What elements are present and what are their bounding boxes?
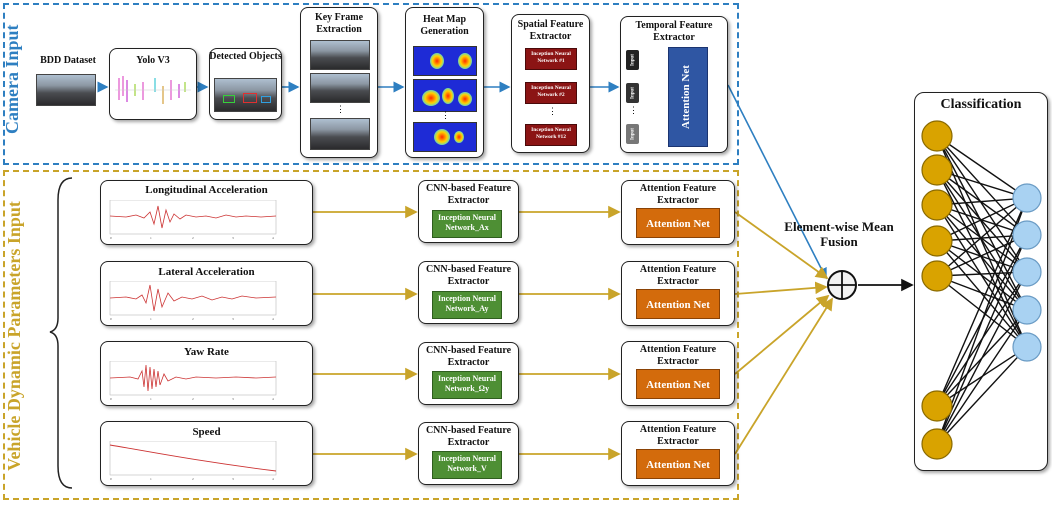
heatmap-image-3 [413,122,477,152]
svg-text:3: 3 [232,317,234,321]
attention-title-ax: Attention Feature Extractor [639,183,717,206]
heatmap-label: Heat Map Generation [420,14,469,37]
fusion-node [827,270,857,300]
output-neuron-5 [1012,332,1042,362]
temporal-input-3: Input [626,124,639,144]
svg-text:2: 2 [192,317,194,321]
svg-text:4: 4 [272,317,274,321]
keyframe-image-1 [310,40,370,70]
camera-section-title: Camera Input [2,24,22,134]
camera-arrows [97,81,827,280]
spatial-extractor-label: Spatial Feature Extractor [517,19,584,42]
cnn-block-speed: Inception Neural Network_V [432,451,502,479]
signal-title-lateral: Lateral Acceleration [158,266,255,278]
signal-plot-speed: 0 1 2 3 4 [109,441,277,481]
output-neuron-2 [1012,220,1042,250]
keyframe-image-3 [310,118,370,150]
temporal-ellipsis: ⋮ [629,105,638,115]
attention-title-yaw: Attention Feature Extractor [639,344,717,367]
attention-block-ay: Attention Net [636,289,720,319]
cnn-title-speed: CNN-based Feature Extractor [425,425,512,448]
svg-text:0: 0 [110,236,112,240]
spatial-inception-block-12: Inception Neural Network #12 [525,124,577,146]
svg-text:0: 0 [110,477,112,481]
bdd-dataset-label: BDD Dataset [40,55,96,66]
attention-block-yaw: Attention Net [636,369,720,399]
attention-title-ay: Attention Feature Extractor [639,264,717,287]
svg-text:3: 3 [232,236,234,240]
output-neuron-1 [1012,183,1042,213]
cnn-block-ay: Inception Neural Network_Ay [432,291,502,319]
svg-text:1: 1 [150,397,152,401]
cnn-block-yaw: Inception Neural Network_Ωy [432,371,502,399]
svg-text:1: 1 [150,317,152,321]
fusion-label: Element-wise Mean Fusion [784,219,894,249]
svg-text:3: 3 [232,397,234,401]
signal-title-longitudinal: Longitudinal Acceleration [145,184,268,196]
svg-text:4: 4 [272,477,274,481]
vehicle-section [3,170,739,500]
input-neuron-6 [921,390,953,422]
output-neuron-3 [1012,257,1042,287]
signal-title-yaw: Yaw Rate [184,346,229,358]
spatial-inception-block-2: Inception Neural Network #2 [525,82,577,104]
input-neuron-3 [921,189,953,221]
svg-text:2: 2 [192,397,194,401]
svg-text:0: 0 [110,317,112,321]
input-neuron-1 [921,120,953,152]
yolo-box [109,48,197,120]
signal-plot-longitudinal: 0 1 2 3 4 [109,200,277,240]
svg-text:1: 1 [150,236,152,240]
temporal-attention-net: Attention Net [668,47,708,147]
attention-block-ax: Attention Net [636,208,720,238]
cnn-title-ay: CNN-based Feature Extractor [425,264,512,287]
temporal-input-2: Input [626,83,639,103]
detected-objects-image [214,78,277,112]
svg-text:3: 3 [232,477,234,481]
signal-plot-yaw: 0 1 2 3 4 [109,361,277,401]
spatial-inception-block-1: Inception Neural Network #1 [525,48,577,70]
output-neuron-4 [1012,295,1042,325]
keyframe-image-2 [310,73,370,103]
keyframe-label: Key Frame Extraction [314,12,364,35]
temporal-input-1: Input [626,50,639,70]
signal-plot-lateral: 0 1 2 3 4 [109,281,277,321]
vehicle-brace [49,177,73,489]
yolo-label: Yolo V3 [136,55,170,66]
temporal-extractor-label: Temporal Feature Extractor [635,20,713,43]
signal-title-speed: Speed [192,426,221,438]
vehicle-arrows [313,205,833,461]
spatial-ellipsis: ⋮ [548,106,557,116]
classification-title: Classification [940,97,1022,112]
input-neuron-5 [921,260,953,292]
svg-text:2: 2 [192,236,194,240]
cnn-title-ax: CNN-based Feature Extractor [425,183,512,206]
classification-network [921,120,1042,460]
svg-text:4: 4 [272,397,274,401]
svg-text:2: 2 [192,477,194,481]
heatmap-image-2 [413,79,477,112]
temporal-attention-net-label: Attention Net [680,65,692,129]
cnn-block-ax: Inception Neural Network_Ax [432,210,502,238]
bdd-dataset-image [36,74,96,106]
keyframe-ellipsis: ⋮ [336,104,345,114]
cnn-title-yaw: CNN-based Feature Extractor [425,345,512,368]
heatmap-image-1 [413,46,477,76]
input-neuron-7 [921,428,953,460]
detected-objects-label: Detected Objects [209,51,282,62]
svg-text:1: 1 [150,477,152,481]
input-neuron-2 [921,154,953,186]
vehicle-section-title: Vehicle Dynamic Parameters Input [4,201,24,471]
yolo-detection-plot [115,76,191,104]
camera-section [3,3,739,165]
svg-text:0: 0 [110,397,112,401]
attention-title-speed: Attention Feature Extractor [639,424,717,447]
heatmap-ellipsis: ⋮ [441,110,450,120]
attention-block-speed: Attention Net [636,449,720,479]
classification-edges [936,135,1028,445]
input-neuron-4 [921,225,953,257]
svg-text:4: 4 [272,236,274,240]
